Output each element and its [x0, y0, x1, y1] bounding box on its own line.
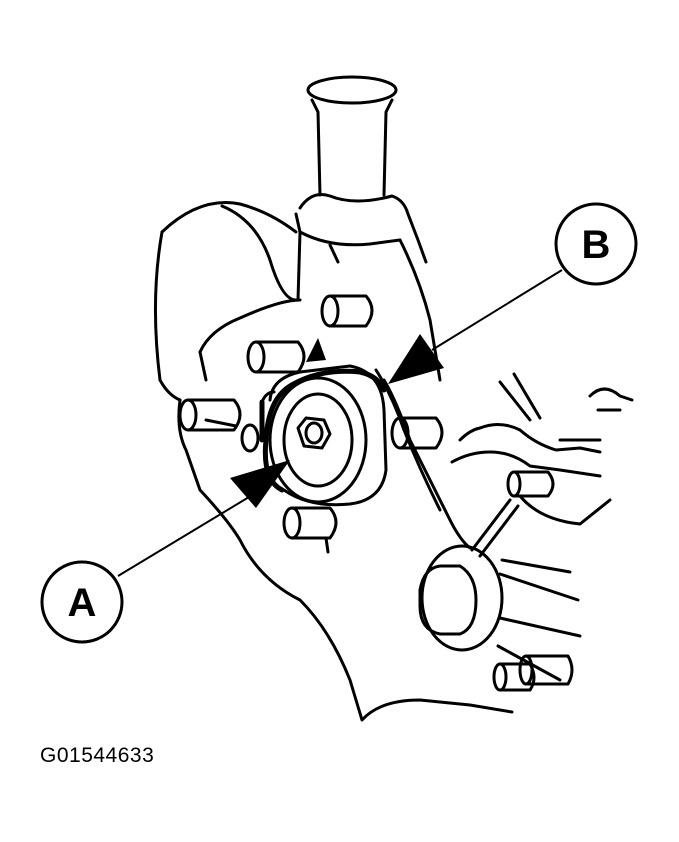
figure-id: G01544633	[40, 744, 155, 767]
filler-tube	[294, 75, 410, 302]
rotation-arrowhead	[306, 338, 326, 362]
drive-belt	[374, 368, 472, 550]
bottom-studs	[492, 654, 574, 692]
mounting-bolts	[178, 294, 444, 554]
pointer-a-arrowhead	[230, 460, 290, 508]
pump-housing	[153, 201, 298, 402]
callout-a-label: A	[68, 581, 97, 625]
engine-details	[450, 372, 634, 558]
center-bolt	[296, 416, 332, 450]
pointer-b-arrowhead	[388, 334, 444, 384]
callout-b-label: B	[582, 223, 611, 267]
leader-line-a	[117, 493, 255, 577]
mounting-bracket	[177, 212, 514, 722]
leader-line-b	[431, 269, 563, 351]
tensioner-pulley	[259, 364, 388, 507]
callout-b: B	[554, 202, 638, 286]
rotation-arrow	[262, 368, 387, 493]
idler-pulley	[418, 544, 582, 682]
callout-a: A	[40, 560, 124, 644]
